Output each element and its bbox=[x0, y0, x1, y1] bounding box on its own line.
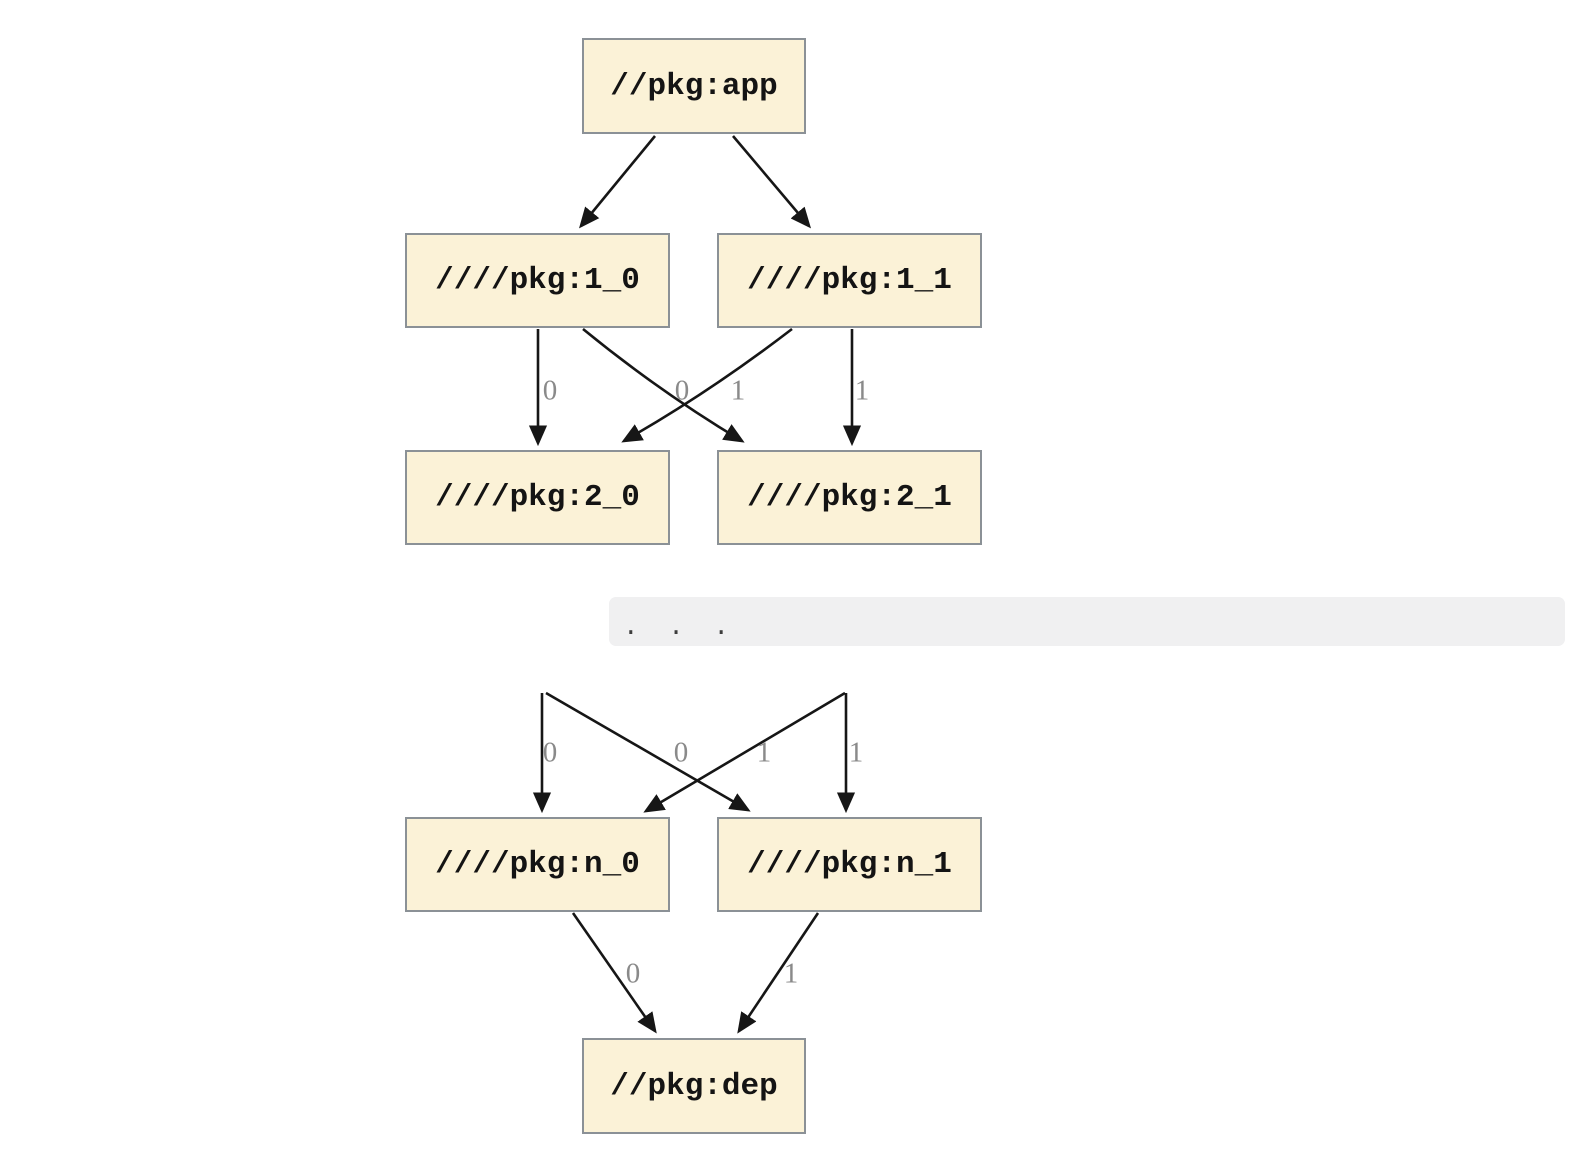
edge-app-to-1_0 bbox=[579, 135, 657, 229]
edge-label-elided-to-n_0-straight: 0 bbox=[542, 736, 558, 769]
edge-label-1_0-to-2_0: 0 bbox=[542, 374, 558, 407]
elided-rows-bar: . . . bbox=[609, 597, 1565, 646]
edge-n_0-to-dep bbox=[571, 912, 657, 1034]
node-pkg-n_1: ////pkg:n_1 bbox=[717, 817, 982, 912]
edge-label-elided-to-n_1-straight: 1 bbox=[848, 736, 864, 769]
edge-label-elided-to-n_0-cross: 0 bbox=[673, 736, 689, 769]
edge-1_1-to-2_0 bbox=[621, 327, 793, 443]
node-pkg-dep: //pkg:dep bbox=[582, 1038, 806, 1134]
node-pkg-1_1: ////pkg:1_1 bbox=[717, 233, 982, 328]
edge-label-1_0-to-2_1: 1 bbox=[730, 374, 746, 407]
node-pkg-1_0: ////pkg:1_0 bbox=[405, 233, 670, 328]
edge-elided-right-to-n_0 bbox=[643, 691, 846, 813]
edge-n_1-to-dep bbox=[737, 912, 820, 1034]
edge-elided-left-to-n_1 bbox=[545, 691, 751, 812]
node-pkg-2_0: ////pkg:2_0 bbox=[405, 450, 670, 545]
node-pkg-app: //pkg:app bbox=[582, 38, 806, 134]
node-pkg-n_0: ////pkg:n_0 bbox=[405, 817, 670, 912]
ellipsis-text: . . . bbox=[623, 612, 737, 642]
edge-label-n_0-to-dep: 0 bbox=[625, 957, 641, 990]
edge-1_0-to-2_1 bbox=[582, 327, 745, 443]
edge-label-1_1-to-2_0: 0 bbox=[674, 374, 690, 407]
edge-app-to-1_1 bbox=[732, 135, 812, 229]
edge-label-1_1-to-2_1: 1 bbox=[854, 374, 870, 407]
edge-label-n_1-to-dep: 1 bbox=[783, 957, 799, 990]
node-pkg-2_1: ////pkg:2_1 bbox=[717, 450, 982, 545]
edge-label-elided-to-n_1-cross: 1 bbox=[756, 736, 772, 769]
